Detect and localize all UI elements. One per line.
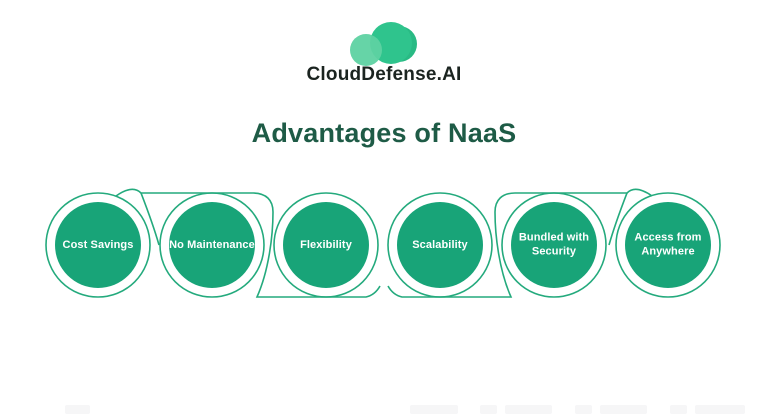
footer-remnant (480, 405, 497, 414)
advantage-label: Flexibility (300, 238, 352, 251)
ribbon-left (115, 188, 381, 298)
ring-6 (615, 192, 721, 298)
ribbon-right-cusp-tail (608, 192, 628, 246)
advantage-circle-2 (169, 202, 255, 288)
footer-remnant (410, 405, 458, 414)
footer-remnant (600, 405, 647, 414)
naas-advantages-diagram (0, 175, 768, 325)
cloud-circle-front (350, 34, 382, 66)
ribbon-right (387, 188, 653, 298)
page-title: Advantages of NaaS (251, 118, 517, 148)
advantage-circle-1 (55, 202, 141, 288)
footer-remnant (65, 405, 90, 414)
advantage-label: Access from Anywhere (634, 231, 702, 258)
advantage-label: Cost Savings (62, 238, 134, 251)
footer-remnant (575, 405, 592, 414)
advantage-label: Bundled with Security (518, 231, 590, 258)
footer-remnant (505, 405, 552, 414)
advantage-circle-5 (511, 202, 597, 288)
footer-remnant (695, 405, 745, 414)
ribbon-left-cusp-tail (140, 192, 160, 246)
diagram-shapes (45, 188, 721, 298)
advantage-label: Scalability (412, 238, 468, 251)
footer-remnant (670, 405, 687, 414)
ring-1 (45, 192, 151, 298)
advantage-circle-4 (397, 202, 483, 288)
logo-text: CloudDefense.AI (306, 64, 462, 85)
advantage-circle-6 (625, 202, 711, 288)
advantage-label: No Maintenance (169, 238, 255, 251)
advantage-circle-3 (283, 202, 369, 288)
cloud-logo-icon (348, 18, 420, 68)
